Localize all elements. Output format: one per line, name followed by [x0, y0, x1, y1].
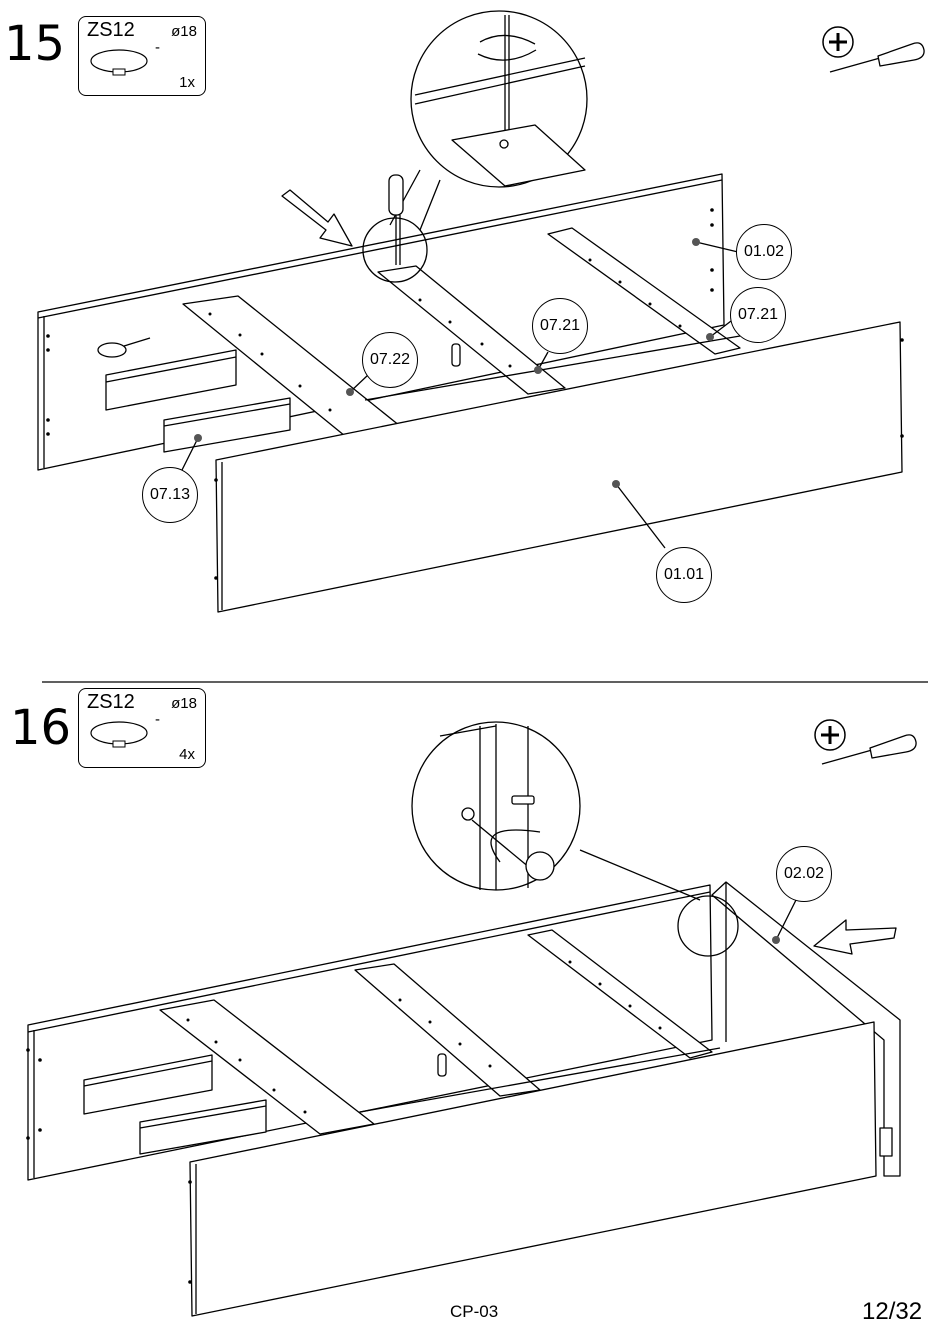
part-box: ZS12 ø18 - 4x: [78, 688, 206, 768]
part-callout: 07.13: [142, 467, 198, 523]
part-code: ZS12: [87, 691, 135, 714]
part-callout: 01.01: [656, 547, 712, 603]
cam-lock-icon: [89, 721, 153, 751]
part-code: ZS12: [87, 19, 135, 42]
part-callout: 01.02: [736, 224, 792, 280]
step-number: 15: [4, 20, 65, 68]
part-diameter: ø18: [171, 23, 197, 40]
step-16-drawing: [26, 722, 900, 1316]
part-callout: 07.21: [730, 287, 786, 343]
part-box: ZS12 ø18 - 1x: [78, 16, 206, 96]
model-code: CP-03: [450, 1302, 498, 1322]
cam-lock-icon: [89, 49, 153, 79]
part-diameter: ø18: [171, 695, 197, 712]
part-dash: -: [155, 711, 160, 728]
part-qty: 1x: [179, 74, 195, 91]
phillips-plus-icon: [823, 27, 853, 57]
step-number: 16: [10, 704, 71, 752]
part-qty: 4x: [179, 746, 195, 763]
part-callout: 02.02: [776, 846, 832, 902]
page-number: 12/32: [862, 1298, 922, 1326]
phillips-plus-icon: [815, 720, 845, 750]
part-callout: 07.22: [362, 332, 418, 388]
part-dash: -: [155, 39, 160, 56]
part-callout: 07.21: [532, 298, 588, 354]
